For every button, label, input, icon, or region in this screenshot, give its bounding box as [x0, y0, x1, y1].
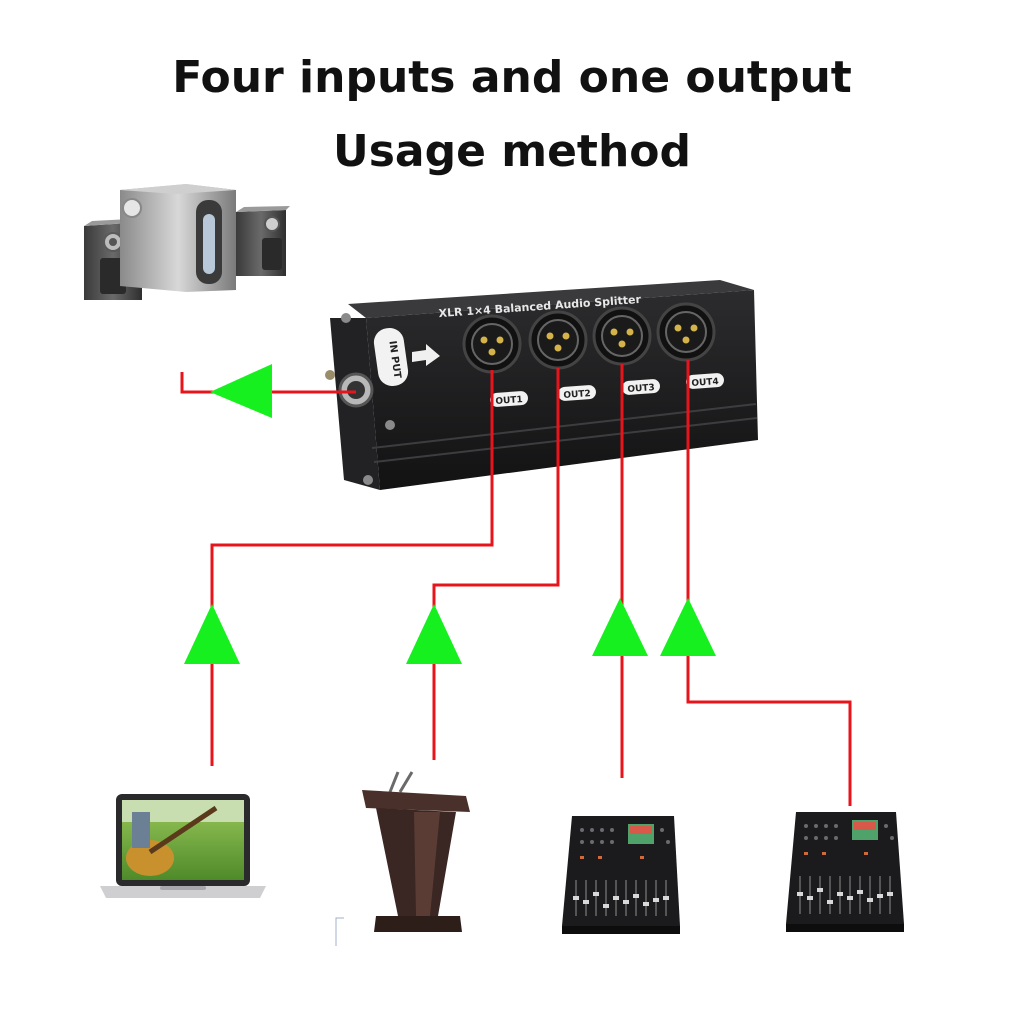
output-port-4: [656, 302, 716, 362]
out3-label: OUT3: [627, 383, 655, 395]
speaker-system-icon: [84, 184, 290, 300]
title-line-1: Four inputs and one output: [172, 52, 852, 103]
flow-arrows: [184, 364, 716, 664]
arrow-up-icon: [406, 604, 462, 664]
out2-label: OUT2: [563, 389, 591, 401]
arrow-up-icon: [592, 598, 648, 656]
output-port-1: [462, 314, 522, 374]
laptop-icon: [100, 794, 266, 898]
line-out4: [686, 360, 852, 806]
connection-lines: [180, 360, 852, 806]
mixing-console-icon: [562, 816, 680, 934]
lectern-microphone-icon: [335, 771, 470, 946]
arrow-up-icon: [660, 598, 716, 656]
output-port-3: [592, 306, 652, 366]
audio-splitter: IN PUT XLR 1×4 Balanced Audio Splitter: [325, 280, 758, 490]
mixing-console-icon: [786, 812, 904, 932]
arrow-up-icon: [184, 604, 240, 664]
arrow-to-speakers-icon: [210, 364, 272, 418]
output-port-2: [528, 310, 588, 370]
out1-label: OUT1: [495, 395, 523, 407]
line-out2: [432, 368, 560, 760]
title-line-2: Usage method: [332, 126, 692, 177]
out4-label: OUT4: [691, 377, 719, 389]
input-label: IN PUT: [386, 340, 402, 379]
line-to-speakers: [180, 372, 356, 394]
